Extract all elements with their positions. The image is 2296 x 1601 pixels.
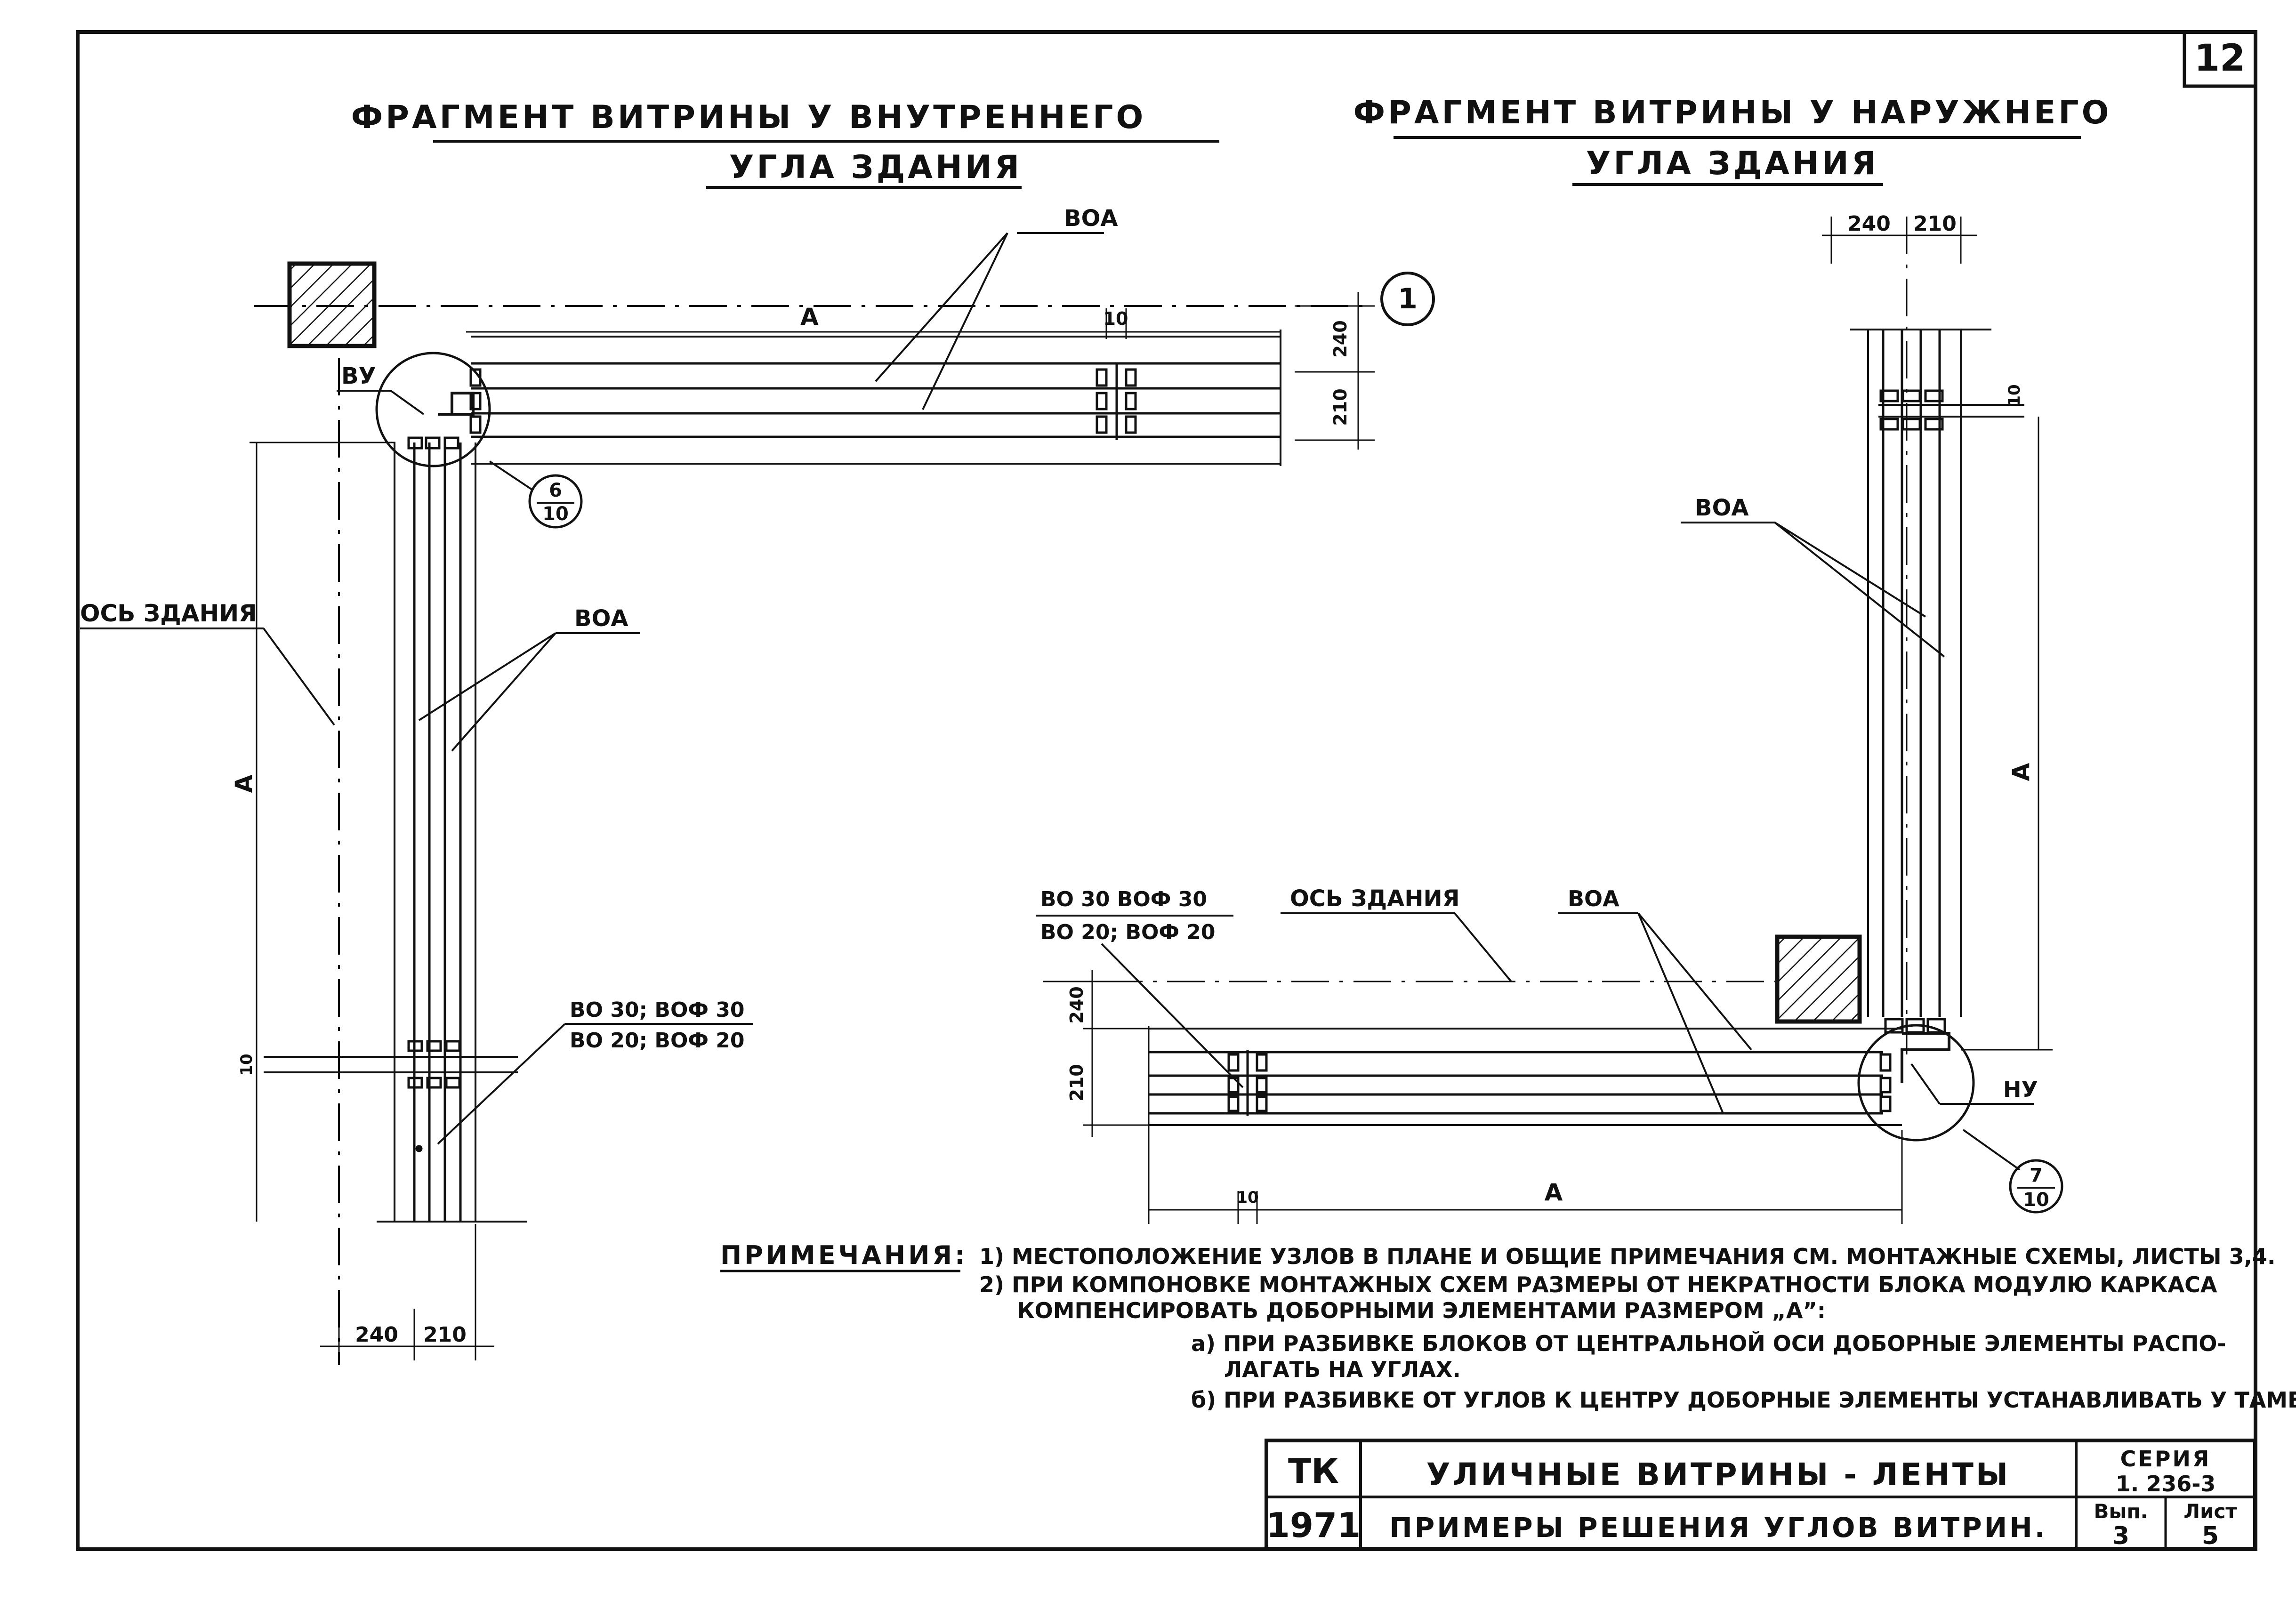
sheet-frame <box>76 30 2257 1551</box>
left-axis-mark <box>1380 272 1435 326</box>
right-title-line1: ФРАГМЕНТ ВИТРИНЫ У НАРУЖНЕГО <box>1353 94 2112 131</box>
right-elements-line2: ВО 20; ВОФ 20 <box>1040 920 1216 944</box>
page-number-box <box>2183 30 2257 88</box>
left-dim-210-bottom: 210 <box>423 1323 467 1347</box>
left-axis-mark-label: 1 <box>1398 282 1418 315</box>
right-elements-line1: ВО 30 ВОФ 30 <box>1040 887 1207 911</box>
left-dim-10-left: 10 <box>237 1054 256 1076</box>
left-elements-line2: ВО 20; ВОФ 20 <box>570 1029 745 1053</box>
notes-line5: ЛАГАТЬ НА УГЛАХ. <box>1224 1357 1461 1382</box>
left-dim-210-right: 210 <box>1330 388 1351 426</box>
right-label-voa-h: ВОА <box>1568 886 1619 911</box>
left-title-line2: УГЛА ЗДАНИЯ <box>729 149 1022 186</box>
tb-subtitle: ПРИМЕРЫ РЕШЕНИЯ УГЛОВ ВИТРИН. <box>1389 1512 2047 1544</box>
right-dim-240-left: 240 <box>1066 986 1087 1023</box>
title-block: ТК 1971 УЛИЧНЫЕ ВИТРИНЫ - ЛЕНТЫ ПРИМЕРЫ … <box>1265 1439 2257 1551</box>
right-dim-240-top: 240 <box>1847 212 1891 236</box>
right-node-circle <box>1857 1024 1975 1142</box>
left-dim-a-h: А <box>800 303 819 330</box>
left-dim-240-right: 240 <box>1330 320 1351 357</box>
right-dim-210-top: 210 <box>1913 212 1957 236</box>
tb-name: УЛИЧНЫЕ ВИТРИНЫ - ЛЕНТЫ <box>1426 1456 2011 1493</box>
tb-issue-label: Вып. <box>2094 1500 2148 1523</box>
left-column <box>287 261 377 348</box>
left-node-circle <box>375 352 491 467</box>
tb-series-value: 1. 236-3 <box>2116 1471 2216 1496</box>
right-dim-a-v: А <box>2007 763 2035 781</box>
right-view: ФРАГМЕНТ ВИТРИНЫ У НАРУЖНЕГО УГЛА ЗДАНИЯ… <box>1036 94 2112 1224</box>
left-node-ref-top: 6 <box>549 480 562 501</box>
tb-year: 1971 <box>1266 1505 1361 1545</box>
right-dim-10-right: 10 <box>2005 384 2024 406</box>
left-node-ref-bottom: 10 <box>542 503 569 525</box>
right-label-nu: НУ <box>2003 1077 2038 1102</box>
right-dim-210-left: 210 <box>1066 1064 1087 1101</box>
left-label-voa-mid: ВОА <box>574 605 628 632</box>
notes-line2: 2) ПРИ КОМПОНОВКЕ МОНТАЖНЫХ СХЕМ РАЗМЕРЫ… <box>979 1272 2217 1297</box>
right-label-voa-v: ВОА <box>1695 495 1749 521</box>
right-node-ref <box>2009 1159 2063 1214</box>
notes-line1: 1) МЕСТОПОЛОЖЕНИЕ УЗЛОВ В ПЛАНЕ И ОБЩИЕ … <box>979 1244 2275 1269</box>
left-dim-a-v: А <box>230 774 258 793</box>
left-node-ref <box>528 474 583 529</box>
right-title-line2: УГЛА ЗДАНИЯ <box>1586 145 1879 182</box>
page-number: 12 <box>2194 37 2246 80</box>
left-elements-line1: ВО 30; ВОФ 30 <box>570 998 745 1022</box>
notes-line6: б) ПРИ РАЗБИВКЕ ОТ УГЛОВ К ЦЕНТРУ ДОБОРН… <box>1191 1387 2296 1413</box>
notes-heading: ПРИМЕЧАНИЯ: <box>720 1240 968 1270</box>
tb-sheet-label: Лист <box>2183 1500 2237 1523</box>
right-label-axis: ОСЬ ЗДАНИЯ <box>1290 885 1460 912</box>
right-column <box>1775 934 1862 1024</box>
left-label-voa-top: ВОА <box>1064 205 1118 232</box>
notes-line4: а) ПРИ РАЗБИВКЕ БЛОКОВ ОТ ЦЕНТРАЛЬНОЙ ОС… <box>1191 1331 2226 1356</box>
left-dim-240-bottom: 240 <box>355 1323 398 1347</box>
left-view: ФРАГМЕНТ ВИТРИНЫ У ВНУТРЕННЕГО УГЛА ЗДАН… <box>80 99 1435 1365</box>
right-node-ref-bottom: 10 <box>2023 1189 2049 1211</box>
left-dim-10-top: 10 <box>1104 308 1128 329</box>
tb-issue-value: 3 <box>2112 1522 2129 1550</box>
right-node-ref-top: 7 <box>2030 1165 2043 1186</box>
left-title-line1: ФРАГМЕНТ ВИТРИНЫ У ВНУТРЕННЕГО <box>351 99 1146 136</box>
right-dim-10-bottom: 10 <box>1236 1188 1258 1207</box>
notes-line3: КОМПЕНСИРОВАТЬ ДОБОРНЫМИ ЭЛЕМЕНТАМИ РАЗМ… <box>1017 1298 1826 1323</box>
tb-series-label: СЕРИЯ <box>2120 1446 2211 1472</box>
notes: ПРИМЕЧАНИЯ: 1) МЕСТОПОЛОЖЕНИЕ УЗЛОВ В ПЛ… <box>720 1240 2296 1413</box>
tb-sheet-value: 5 <box>2202 1522 2219 1550</box>
left-label-vu: ВУ <box>341 363 376 389</box>
left-label-axis: ОСЬ ЗДАНИЯ <box>80 600 257 627</box>
tb-org: ТК <box>1288 1451 1339 1491</box>
right-dim-a-h: А <box>1545 1179 1563 1206</box>
